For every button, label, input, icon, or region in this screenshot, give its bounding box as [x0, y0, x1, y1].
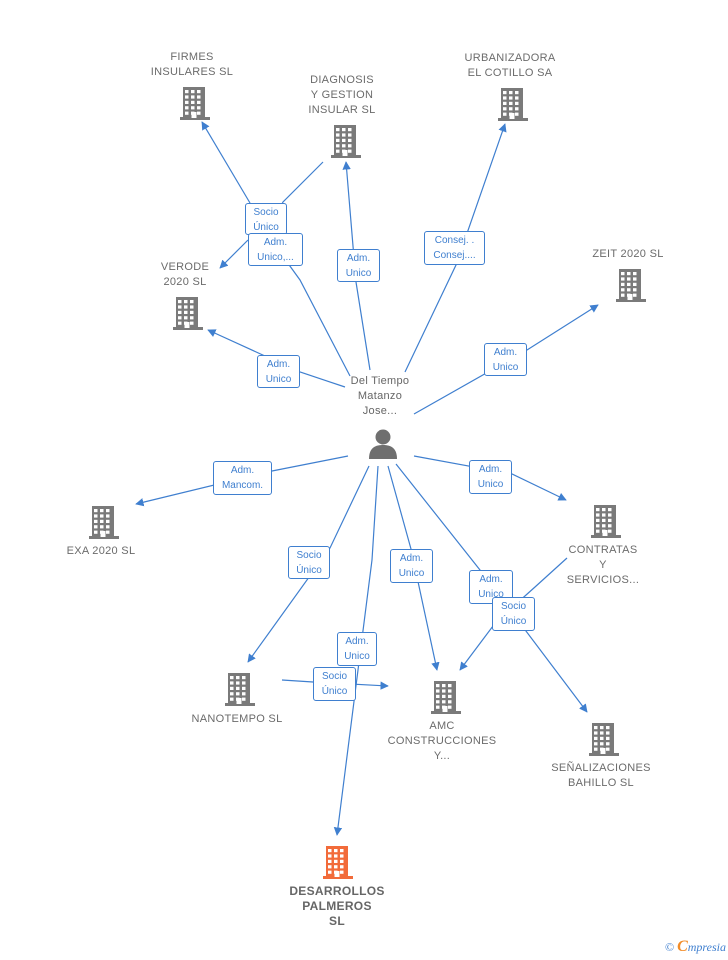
edges — [135, 121, 599, 836]
company-label-contratas[interactable]: CONTRATAS Y SERVICIOS... — [566, 544, 640, 586]
role-badge-r_adm_contratas[interactable]: Adm. Unico — [469, 460, 512, 494]
company-label-desarrollos[interactable]: DESARROLLOS PALMEROS SL — [289, 884, 385, 928]
brand-footer: © Cmpresia — [665, 938, 726, 956]
brand-name: mpresia — [687, 940, 726, 954]
role-badge-r_socio_amc[interactable]: Socio Único — [492, 597, 535, 631]
company-label-exa[interactable]: EXA 2020 SL — [66, 545, 136, 557]
edge-0 — [201, 121, 251, 204]
building-icon[interactable] — [591, 504, 621, 543]
highlighted-building-icon[interactable] — [323, 845, 353, 884]
company-label-zeit[interactable]: ZEIT 2020 SL — [592, 248, 664, 260]
role-badge-r_adm_zeit[interactable]: Adm. Unico — [484, 343, 527, 376]
role-badge-r_consej_urb[interactable]: Consej. . Consej.... — [424, 231, 485, 265]
company-label-firmes[interactable]: FIRMES INSULARES SL — [150, 51, 234, 78]
role-badge-r_adm_verode2[interactable]: Adm. Unico — [257, 355, 300, 388]
center-person-name[interactable]: Del Tiempo Matanzo Jose... — [350, 375, 410, 417]
role-badge-r_socio_nano[interactable]: Socio Único — [288, 546, 330, 579]
company-label-nanotempo[interactable]: NANOTEMPO SL — [191, 713, 283, 725]
role-badge-r_socio_nano_amc[interactable]: Socio Único — [313, 667, 356, 701]
person-icon[interactable] — [368, 428, 398, 460]
role-badge-r_socio_firmes[interactable]: Socio Único — [245, 203, 287, 235]
edge-2 — [219, 239, 249, 269]
role-badge-r_adm_diag[interactable]: Adm. Unico — [337, 249, 380, 282]
building-icon[interactable] — [173, 296, 203, 335]
company-label-verode[interactable]: VERODE 2020 SL — [160, 261, 210, 288]
company-label-senalizaciones[interactable]: SEÑALIZACIONES BAHILLO SL — [551, 762, 651, 789]
edge-7 — [413, 304, 599, 415]
role-badge-r_adm_verode[interactable]: Adm. Unico,... — [248, 233, 303, 266]
copyright-symbol: © — [664, 940, 675, 954]
edge-14 — [333, 465, 379, 836]
building-icon[interactable] — [498, 87, 528, 126]
company-label-diagnosis[interactable]: DIAGNOSIS Y GESTION INSULAR SL — [308, 74, 376, 116]
building-icon[interactable] — [616, 268, 646, 307]
building-icon[interactable] — [225, 672, 255, 711]
brand-initial: C — [677, 938, 688, 955]
building-icon[interactable] — [89, 505, 119, 544]
company-label-urbanizadora[interactable]: URBANIZADORA EL COTILLO SA — [464, 52, 556, 79]
edge-5 — [404, 123, 507, 373]
role-badge-r_adm_amc[interactable]: Adm. Unico — [390, 549, 433, 583]
building-icon[interactable] — [180, 86, 210, 125]
company-label-amc[interactable]: AMC CONSTRUCCIONES Y... — [387, 720, 497, 762]
role-badge-r_adm_desarr[interactable]: Adm. Unico — [337, 632, 377, 666]
building-icon[interactable] — [331, 124, 361, 163]
building-icon[interactable] — [589, 722, 619, 761]
edge-9 — [413, 455, 567, 501]
edge-4 — [286, 261, 351, 377]
edge-8 — [135, 455, 349, 507]
edge-6 — [207, 329, 346, 388]
role-badge-r_mancom_exa[interactable]: Adm. Mancom. — [213, 461, 272, 495]
edge-3 — [342, 161, 371, 371]
building-icon[interactable] — [431, 680, 461, 719]
edge-10 — [247, 465, 370, 663]
